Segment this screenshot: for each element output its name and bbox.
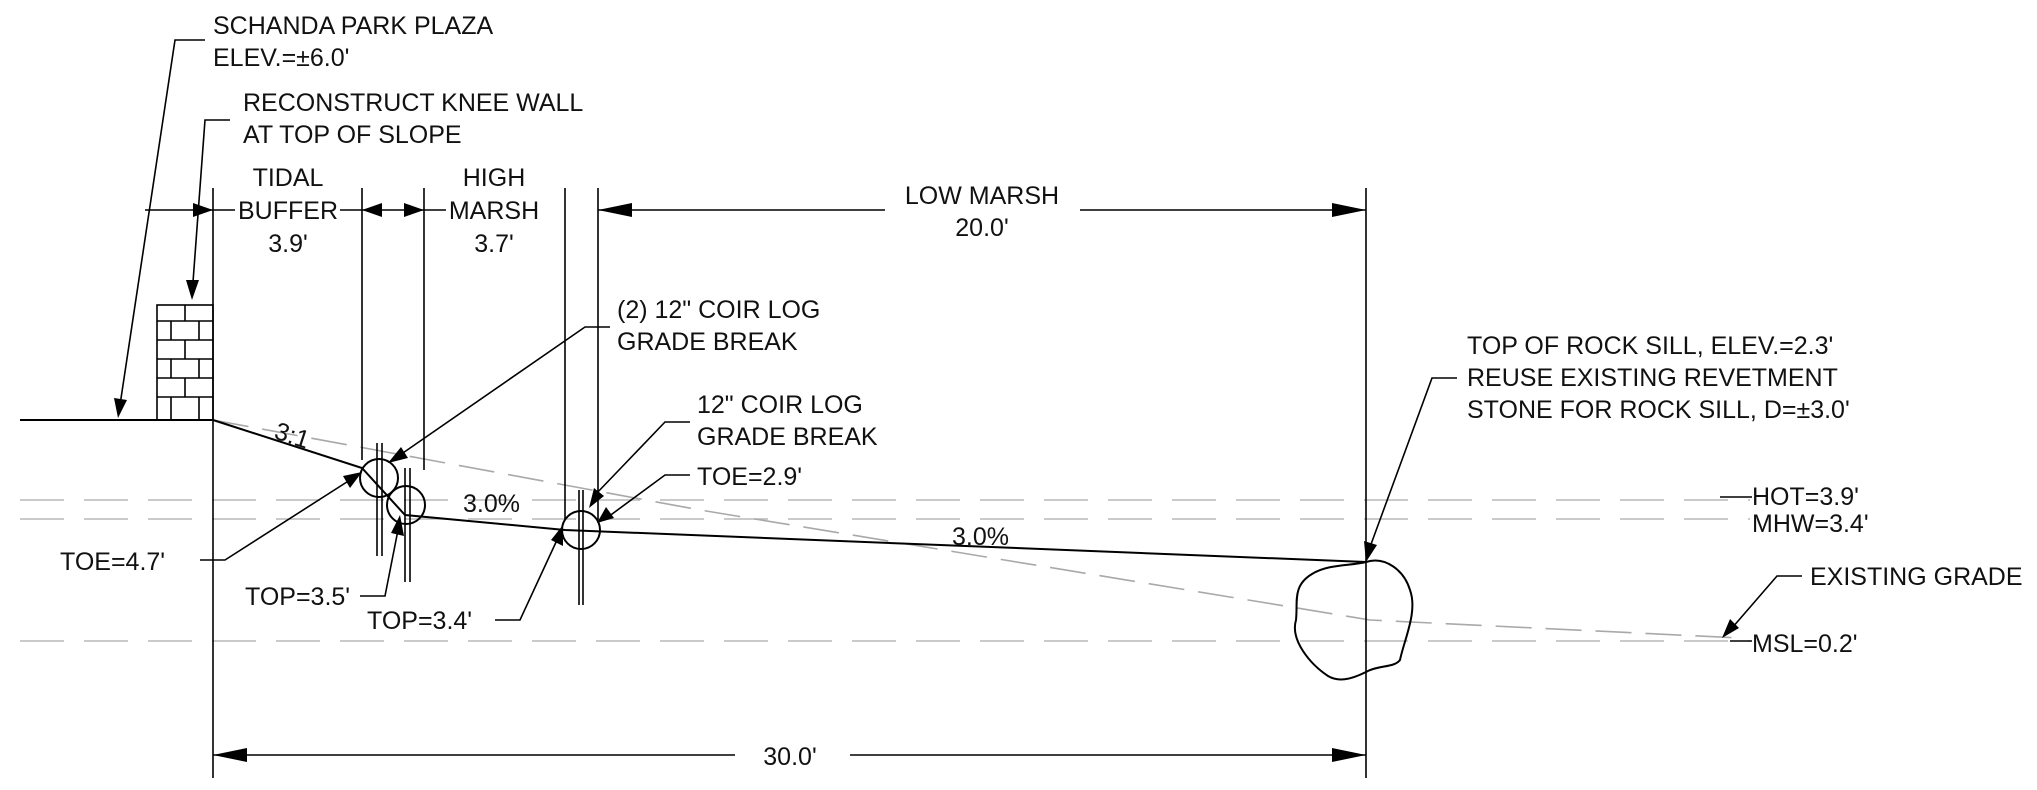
dim-arrowhead xyxy=(213,748,247,762)
plaza-name-label: SCHANDA PARK PLAZA xyxy=(213,12,494,40)
total-dim-label: 30.0' xyxy=(763,743,816,771)
leader-arrowhead xyxy=(551,525,563,546)
dim-arrowhead xyxy=(1332,203,1366,217)
tidal-buffer-label-2: BUFFER xyxy=(238,197,338,225)
dim-arrowhead xyxy=(193,203,213,217)
annotation-labels: SCHANDA PARK PLAZA ELEV.=±6.0' RECONSTRU… xyxy=(60,12,2023,771)
low-marsh-label: LOW MARSH xyxy=(905,182,1059,210)
knee-wall-outline xyxy=(156,304,214,421)
top34-leader xyxy=(495,539,558,621)
coir1-label-2: GRADE BREAK xyxy=(697,423,878,451)
slope-ratio-label: 3:1 xyxy=(271,417,313,454)
top35-label: TOP=3.5' xyxy=(245,583,350,611)
coir2-label-1: (2) 12" COIR LOG xyxy=(617,296,820,324)
dim-arrowhead xyxy=(404,203,424,217)
leader-arrowhead xyxy=(597,507,614,523)
leader-arrowhead xyxy=(589,488,604,508)
existing-grade-label: EXISTING GRADE xyxy=(1810,563,2023,591)
coir-log-lower xyxy=(386,485,426,525)
leader-lines xyxy=(114,39,1802,642)
knee-wall-label-2: AT TOP OF SLOPE xyxy=(243,121,462,149)
sill-label-1: TOP OF ROCK SILL, ELEV.=2.3' xyxy=(1467,332,1833,360)
leader-arrowhead xyxy=(391,515,404,536)
knee-wall-leader xyxy=(192,119,230,283)
coir1-label-1: 12" COIR LOG xyxy=(697,391,863,419)
grade-label-b: 3.0% xyxy=(952,523,1009,551)
toe29-label: TOE=2.9' xyxy=(697,463,802,491)
leader-arrowhead xyxy=(186,280,199,300)
leader-arrowhead xyxy=(1722,619,1739,638)
top34-label: TOP=3.4' xyxy=(367,607,472,635)
dim-arrowhead xyxy=(1332,748,1366,762)
plaza-leader xyxy=(119,39,205,406)
knee-wall xyxy=(156,304,214,421)
toe47-leader xyxy=(200,479,351,561)
tidal-datum-lines xyxy=(20,499,1750,642)
coir-log-upper xyxy=(359,458,399,498)
top35-leader xyxy=(360,529,399,597)
leader-arrowhead xyxy=(388,447,408,463)
coir1-leader xyxy=(594,421,690,496)
sill-label-3: STONE FOR ROCK SILL, D=±3.0' xyxy=(1467,396,1850,424)
sill-leader xyxy=(1369,377,1457,548)
coir2-leader xyxy=(399,326,610,456)
high-marsh-label-2: MARSH xyxy=(449,197,539,225)
plaza-elev-label: ELEV.=±6.0' xyxy=(213,44,349,72)
dim-arrowhead xyxy=(362,203,382,217)
leader-arrowhead xyxy=(1364,541,1377,562)
dim-arrowhead xyxy=(598,203,632,217)
tidal-buffer-label-1: TIDAL xyxy=(253,164,324,192)
leader-arrowhead xyxy=(343,472,362,488)
grade-label-a: 3.0% xyxy=(463,490,520,518)
toe47-label: TOE=4.7' xyxy=(60,548,165,576)
leader-arrowhead xyxy=(114,398,127,418)
toe29-leader xyxy=(607,474,690,518)
existing-grade-line xyxy=(212,419,1741,639)
mhw-label: MHW=3.4' xyxy=(1752,510,1869,538)
zone-boundary-lines xyxy=(212,188,1367,778)
existing-grade-leader xyxy=(1731,575,1802,629)
low-marsh-dim: 20.0' xyxy=(955,214,1008,242)
sill-label-2: REUSE EXISTING REVETMENT xyxy=(1467,364,1838,392)
high-marsh-label-1: HIGH xyxy=(463,164,526,192)
tidal-buffer-dim: 3.9' xyxy=(268,230,308,258)
dimension-lines xyxy=(145,203,1366,762)
msl-label: MSL=0.2' xyxy=(1752,630,1858,658)
coir2-label-2: GRADE BREAK xyxy=(617,328,798,356)
hot-label: HOT=3.9' xyxy=(1752,483,1859,511)
coir-logs xyxy=(359,443,601,605)
high-marsh-dim: 3.7' xyxy=(474,230,514,258)
rock-sill xyxy=(1293,559,1414,681)
knee-wall-label-1: RECONSTRUCT KNEE WALL xyxy=(243,89,583,117)
